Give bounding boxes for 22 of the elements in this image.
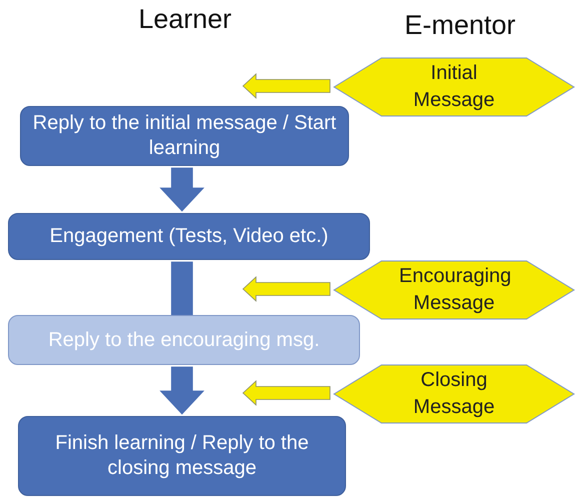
- hexagon-shape: [333, 364, 575, 424]
- column-heading: E-mentor: [404, 10, 516, 41]
- box-text: Reply to the encouraging msg.: [48, 328, 320, 352]
- process-box: [8, 213, 370, 260]
- hexagon-shape: [333, 57, 575, 117]
- box-text: Reply to the initial message / Start learning: [32, 111, 338, 161]
- arrow: [160, 168, 204, 212]
- box-text: Closing Message: [412, 368, 496, 420]
- box-text: Finish learning / Reply to the closing message: [54, 431, 310, 481]
- arrow: [242, 73, 330, 99]
- arrow: [171, 262, 193, 316]
- process-box: [8, 315, 360, 365]
- arrow: [242, 380, 330, 406]
- arrow: [160, 366, 204, 415]
- process-box: [20, 106, 349, 166]
- box-text: Initial Message: [412, 61, 496, 113]
- hexagon-shape: [333, 260, 575, 320]
- box-text: Engagement (Tests, Video etc.): [50, 224, 328, 249]
- process-box: [18, 416, 346, 496]
- box-text: Encouraging Message: [399, 264, 509, 316]
- column-heading: Learner: [138, 4, 232, 35]
- arrow: [242, 276, 330, 302]
